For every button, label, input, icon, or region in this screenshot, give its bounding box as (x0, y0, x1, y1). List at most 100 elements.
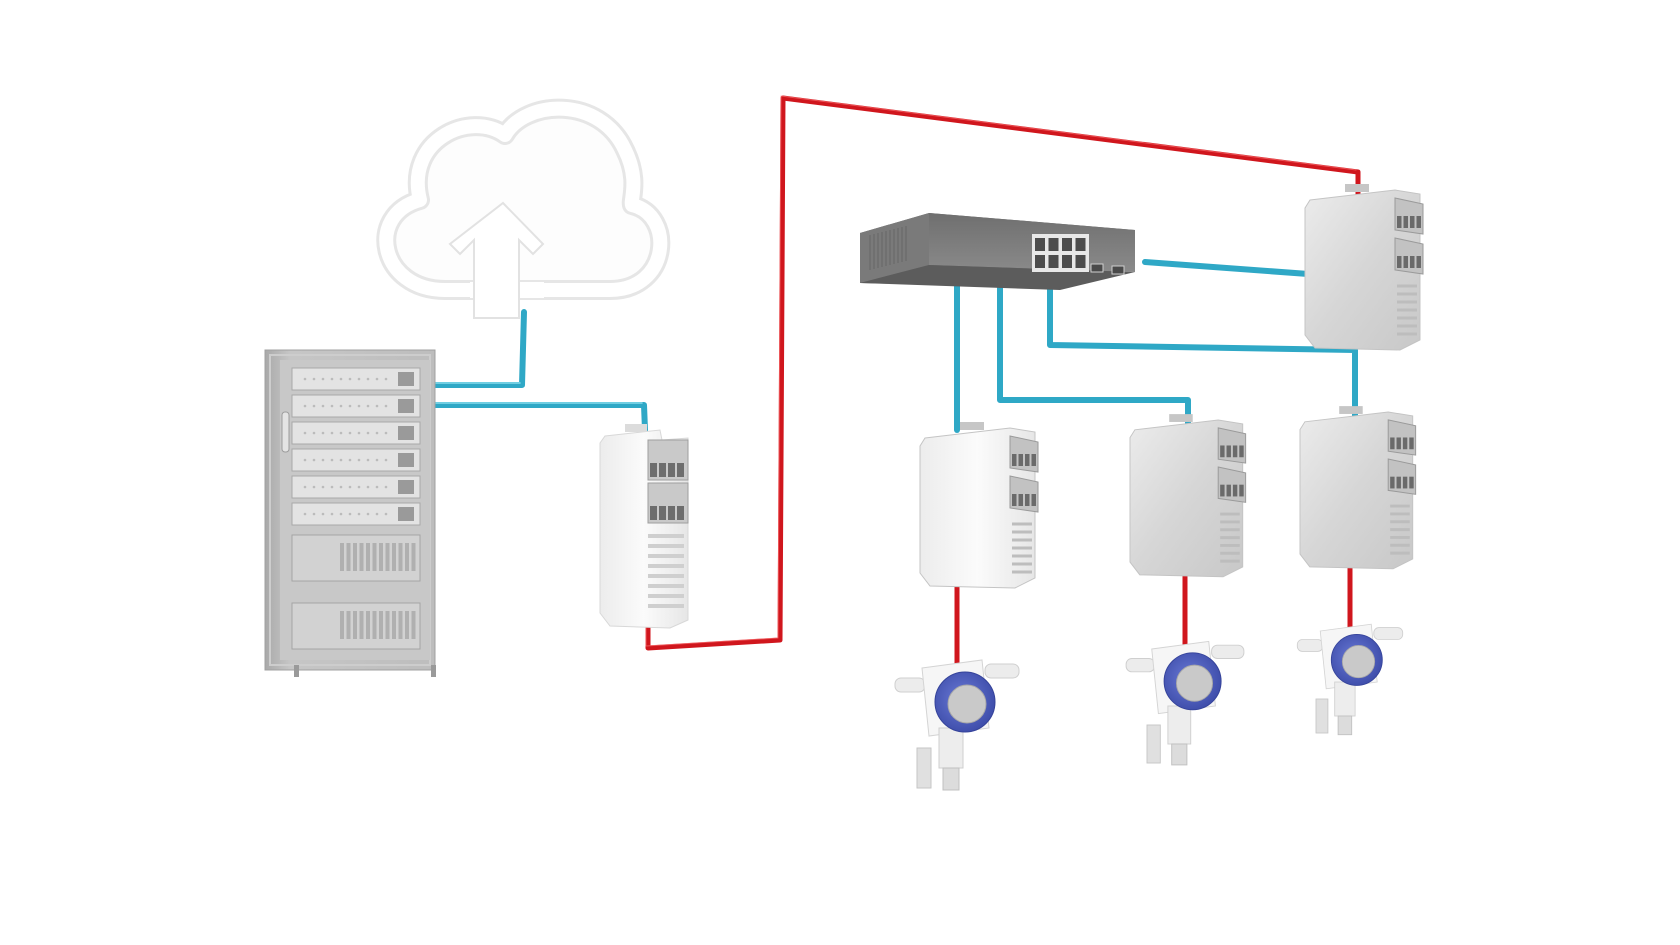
server-vent-dot (303, 485, 307, 489)
terminal-screw (1012, 454, 1017, 466)
server-vent-dot (330, 512, 334, 516)
server-vent-dot (384, 485, 388, 489)
server-vent-dot (339, 377, 343, 381)
cable-gland-right (984, 663, 1020, 679)
server-vent-dot (375, 431, 379, 435)
server-vent-dot (348, 512, 352, 516)
terminal-housing (1217, 427, 1247, 464)
terminal-screw (1232, 445, 1238, 458)
process-connection (1167, 705, 1192, 745)
server-vent-dot (339, 458, 343, 462)
server-vent-dot (339, 485, 343, 489)
server-vent-dot (303, 404, 307, 408)
storage-drive (366, 611, 370, 639)
server-vent-dot (348, 485, 352, 489)
terminal-block (1217, 427, 1247, 464)
terminal-housing (1009, 435, 1039, 473)
ethernet-cable-rack-to-cloud (429, 309, 527, 388)
switch-vent (869, 226, 907, 270)
terminal-screw (1397, 216, 1402, 228)
terminal-screw (1025, 454, 1030, 466)
terminal-screw (1397, 256, 1402, 268)
server-vent-dot (357, 404, 361, 408)
terminal-block (1394, 197, 1424, 235)
server-drive-bay (398, 372, 414, 386)
io-module-3 (1299, 406, 1417, 570)
server-vent-dot (348, 458, 352, 462)
transmitter-1 (894, 659, 1020, 791)
cable-gland-right (1211, 644, 1245, 659)
rj45-port (1048, 238, 1059, 251)
server-unit (291, 502, 421, 526)
server-vent-dot (303, 512, 307, 516)
server-unit (291, 475, 421, 499)
server-vent-dot (312, 485, 316, 489)
storage-unit (291, 534, 421, 582)
ethernet-cable-switch-to-io-top (1142, 259, 1325, 278)
storage-drive (372, 611, 377, 639)
storage-unit (291, 602, 421, 650)
gateway-module (599, 424, 689, 629)
terminal-housing (1009, 475, 1039, 513)
terminal-screw (1239, 445, 1244, 458)
server-vent-dot (366, 377, 370, 381)
terminal-screw (1232, 484, 1238, 497)
cable-highlight (645, 95, 1357, 647)
ethernet-switch (860, 213, 1135, 290)
vent-slots (1397, 284, 1417, 336)
rack-door-handle (281, 411, 290, 453)
storage-drive (392, 543, 396, 571)
storage-drive (359, 543, 364, 571)
storage-drive (372, 543, 377, 571)
server-unit (291, 367, 421, 391)
terminal-screw (1390, 476, 1395, 489)
process-fitting (942, 767, 960, 791)
mounting-bracket (916, 747, 932, 789)
terminal-block (1394, 237, 1424, 275)
process-fitting (1171, 743, 1188, 766)
process-connection (1334, 681, 1356, 717)
terminal-screw (1012, 494, 1017, 506)
terminal-screw (1409, 476, 1414, 489)
terminal-screw (1226, 445, 1231, 458)
terminal-screw (1416, 256, 1421, 268)
server-vent-dot (384, 458, 388, 462)
storage-drive (411, 611, 416, 639)
vent-slots (1220, 512, 1240, 563)
terminal-screw (1409, 437, 1414, 450)
server-vent-dot (357, 485, 361, 489)
mounting-bracket (1315, 698, 1329, 734)
rack-units (291, 367, 421, 650)
server-vent-dot (375, 512, 379, 516)
server-vent-dot (375, 377, 379, 381)
terminal-screw (1239, 484, 1244, 497)
storage-drive (379, 611, 383, 639)
server-vent-dot (339, 404, 343, 408)
terminal-block-top (647, 439, 689, 481)
server-vent-dot (321, 485, 325, 489)
server-vent-dot (384, 431, 388, 435)
io-module-1 (919, 422, 1039, 589)
ethernet-cable-switch-to-io-3 (1047, 282, 1358, 423)
server-vent-dot (330, 377, 334, 381)
terminal-housing (1394, 237, 1424, 275)
server-drive-bay (398, 453, 414, 467)
server-vent-dot (357, 512, 361, 516)
terminal-screw (1402, 476, 1408, 489)
rj45-port (1035, 255, 1045, 268)
storage-drive (346, 611, 351, 639)
module-connector (1169, 414, 1193, 422)
server-vent-dot (330, 404, 334, 408)
server-rack (264, 349, 436, 677)
terminal-screw (1226, 484, 1231, 497)
storage-drive (398, 611, 403, 639)
server-vent-dot (339, 512, 343, 516)
terminal-screw (1403, 216, 1408, 228)
server-vent-dot (384, 404, 388, 408)
terminal-block (1009, 475, 1039, 513)
ethernet-cable-switch-to-io-2 (997, 282, 1191, 428)
module-housing (1304, 189, 1421, 351)
cable-highlight (431, 382, 643, 404)
terminal-screw (1031, 494, 1036, 506)
server-drive-bay (398, 399, 414, 413)
